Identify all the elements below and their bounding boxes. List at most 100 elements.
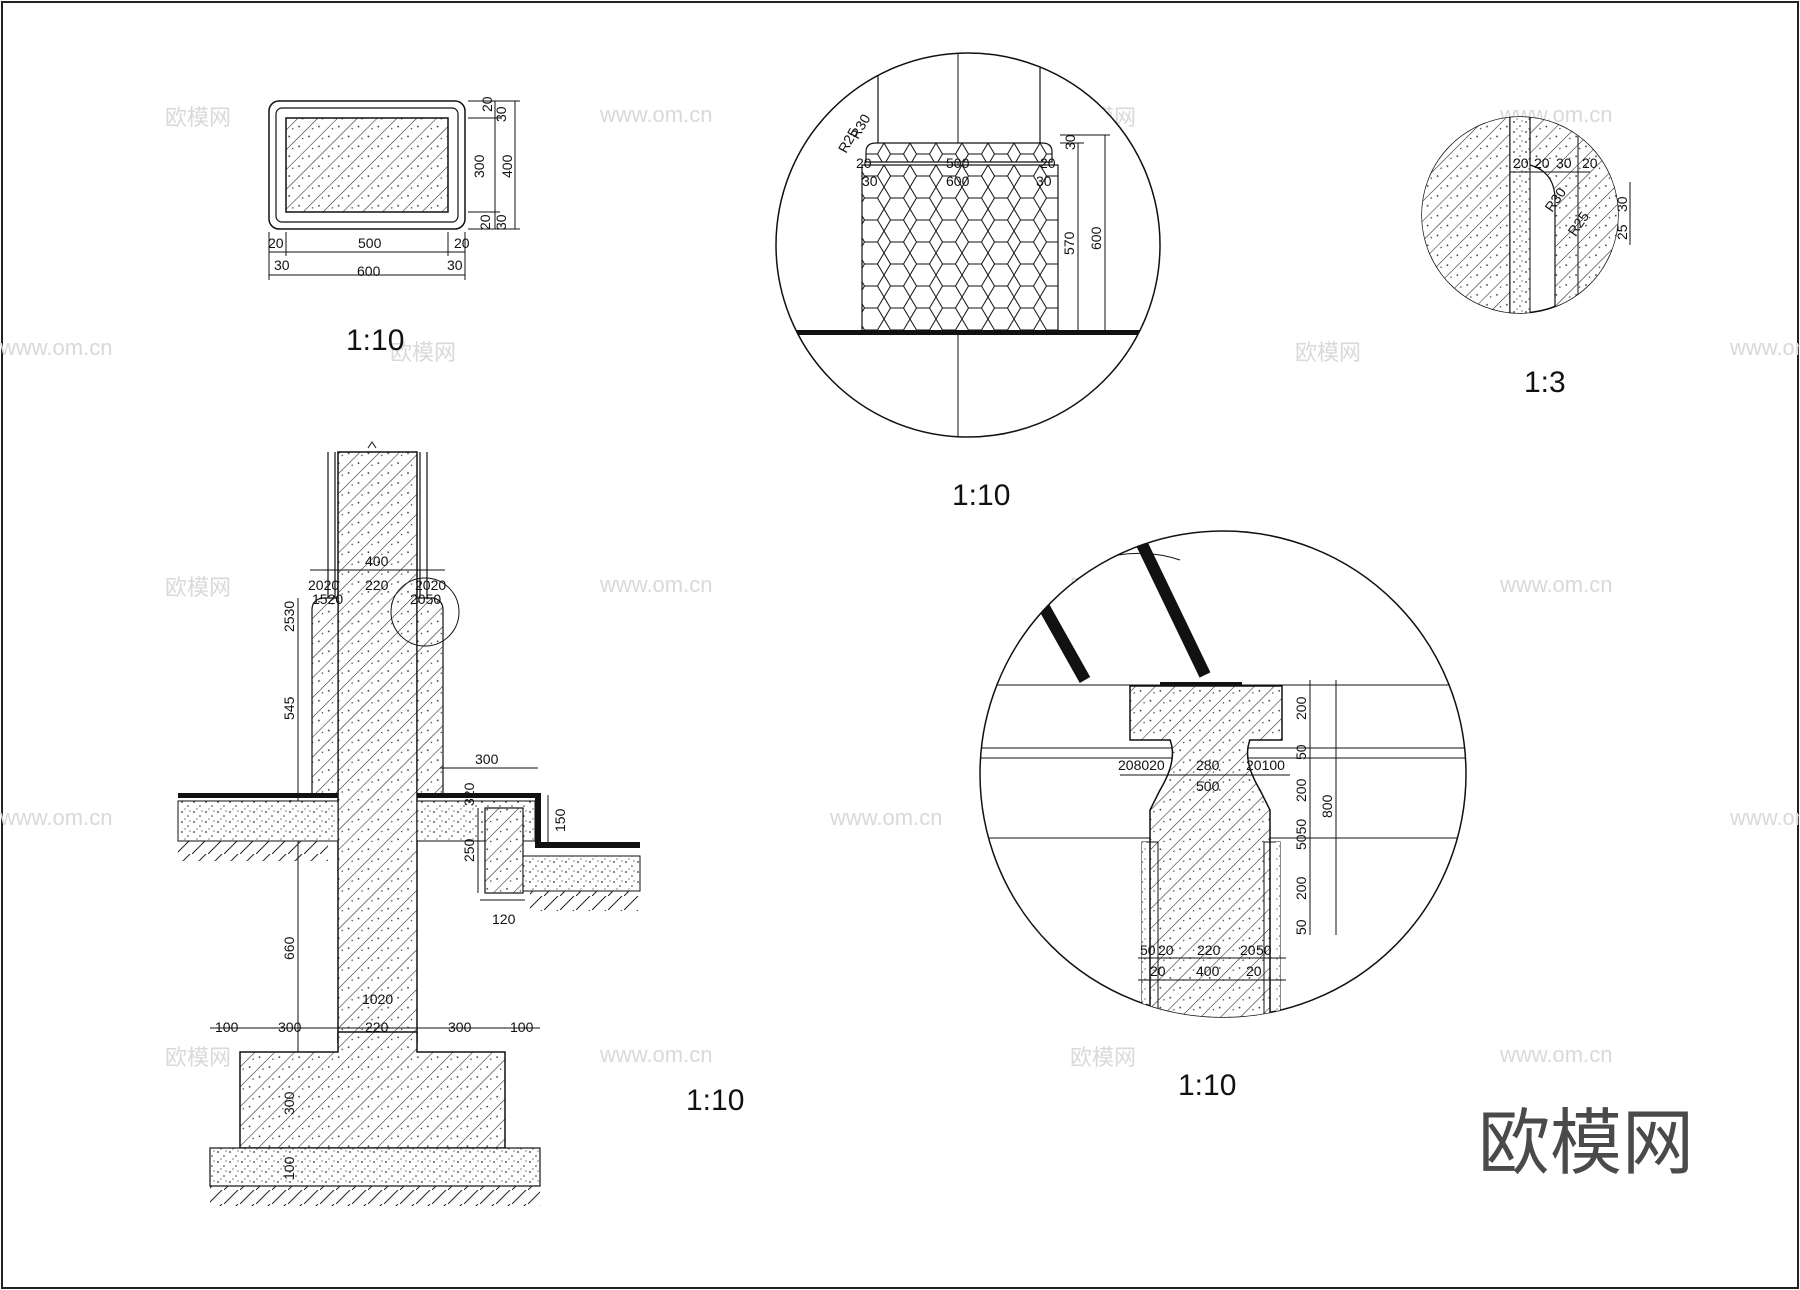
scale-label: 1:10 <box>952 479 1010 512</box>
dim-label: 500 <box>358 235 382 251</box>
dim-label: 25 <box>1614 224 1630 240</box>
dim-label: 300 <box>448 1019 472 1035</box>
watermark-brand: 欧模网 <box>1295 340 1361 365</box>
dim-label: 2020 <box>308 577 339 593</box>
dim-label: 20 <box>1582 155 1598 171</box>
dim-label: 200 <box>1293 778 1309 802</box>
dim-label: 20 <box>454 235 470 251</box>
dim-label: 600 <box>357 263 381 279</box>
dim-label: 200 <box>1293 696 1309 720</box>
watermark-url: www.om.cn <box>1499 572 1612 597</box>
column-shaft <box>337 451 418 1043</box>
dim-label: 100 <box>281 1156 297 1180</box>
dim-label: 30 <box>447 257 463 273</box>
dim-label: 300 <box>471 154 487 178</box>
dim-label: 30 <box>493 214 509 230</box>
dim-label: 600 <box>946 173 970 189</box>
dim-label: 20 <box>1246 963 1262 979</box>
dim-label: 300 <box>281 1091 297 1115</box>
watermark-url: www.om.cn <box>0 805 112 830</box>
dim-label: 20 <box>477 214 493 230</box>
dim-label: 500 <box>1196 778 1220 794</box>
dim-label: 100 <box>510 1019 534 1035</box>
dim-label: 5050 <box>1293 819 1309 850</box>
dim-label: 20 <box>1158 942 1174 958</box>
dim-label: 1520 <box>312 591 343 607</box>
dim-label: 20 <box>479 96 495 112</box>
dim-label: 30 <box>1036 173 1052 189</box>
dim-label: 30 <box>274 257 290 273</box>
dim-label: 30 <box>1062 134 1078 150</box>
dim-label: 50 <box>1293 919 1309 935</box>
dim-label: 50 <box>1140 942 1156 958</box>
dim-label: 30 <box>1614 196 1630 212</box>
dim-label: 20 <box>1150 963 1166 979</box>
dim-label: 400 <box>365 553 389 569</box>
dim-label: 20 <box>1513 155 1529 171</box>
dim-label: 208020 <box>1118 757 1165 773</box>
dim-label: 20 <box>1040 155 1056 171</box>
watermark-brand: 欧模网 <box>165 105 231 130</box>
dim-label: 30 <box>862 173 878 189</box>
dim-label: 2530 <box>281 601 297 632</box>
dim-label: 545 <box>281 696 297 720</box>
scale-label: 1:10 <box>1178 1069 1236 1102</box>
dim-label: 150 <box>552 808 568 832</box>
watermark-url: www.om.cn <box>1499 1042 1612 1067</box>
dim-label: 20100 <box>1246 757 1285 773</box>
scale-label: 1:3 <box>1524 366 1566 399</box>
dim-label: 320 <box>461 782 477 806</box>
watermark-url: www.om.cn <box>599 102 712 127</box>
dim-label: 20 <box>856 155 872 171</box>
watermark-url: www.om.cn <box>599 1042 712 1067</box>
dim-label: 220 <box>365 1019 389 1035</box>
footing <box>239 1031 506 1149</box>
watermark-url: www.om.cn <box>1729 335 1800 360</box>
dim-label: 570 <box>1061 231 1077 255</box>
scale-label: 1:10 <box>346 324 404 357</box>
dim-label: 50 <box>1293 744 1309 760</box>
plan-core-hatch <box>285 117 449 213</box>
dim-label: 250 <box>461 838 477 862</box>
dim-label: 220 <box>365 577 389 593</box>
dim-label: 120 <box>492 911 516 927</box>
watermark-url: www.om.cn <box>1729 805 1800 830</box>
elevation-detail-view: 30 570 600 R30 R25 20 500 20 30 600 30 1… <box>775 52 1161 512</box>
dim-label: 100 <box>215 1019 239 1035</box>
watermark-url: www.om.cn <box>0 335 112 360</box>
footing-base <box>209 1147 541 1187</box>
hex-tile-pattern <box>861 164 1059 334</box>
plan-section-view: 20 30 300 400 20 30 20 500 20 30 600 30 … <box>268 96 520 357</box>
dim-label: 2050 <box>410 591 441 607</box>
watermark-brand: 欧模网 <box>390 340 456 365</box>
column-section-view: 400 2020 220 2020 1520 2050 2530 545 145… <box>177 441 744 1206</box>
dim-label: 20 <box>268 235 284 251</box>
dim-label: 280 <box>1196 757 1220 773</box>
dim-label: 200 <box>1293 876 1309 900</box>
dim-label: 300 <box>475 751 499 767</box>
dim-label: 30 <box>493 106 509 122</box>
brand-logo: 欧模网 <box>1478 1104 1694 1184</box>
dim-label: 800 <box>1319 794 1335 818</box>
dim-label: 600 <box>1088 226 1104 250</box>
dim-label: 2020 <box>415 577 446 593</box>
dim-label: 30 <box>1556 155 1572 171</box>
dim-label: 400 <box>1196 963 1220 979</box>
watermark-brand: 欧模网 <box>1070 1045 1136 1070</box>
scale-label: 1:10 <box>686 1084 744 1117</box>
dim-label: 1020 <box>362 991 393 1007</box>
dim-label: 20 <box>1240 942 1256 958</box>
watermark-brand: 欧模网 <box>165 1045 231 1070</box>
dim-label: 500 <box>946 155 970 171</box>
watermark-url: www.om.cn <box>829 805 942 830</box>
watermark-url: www.om.cn <box>599 572 712 597</box>
dim-label: 400 <box>499 154 515 178</box>
cap-body <box>1129 685 1283 1017</box>
dim-label: 220 <box>1197 942 1221 958</box>
dim-label: 20 <box>1534 155 1550 171</box>
dim-label: 50 <box>1256 942 1272 958</box>
corner-detail-view: 20 20 30 20 R30 R25 30 25 1:3 <box>1421 116 1631 399</box>
